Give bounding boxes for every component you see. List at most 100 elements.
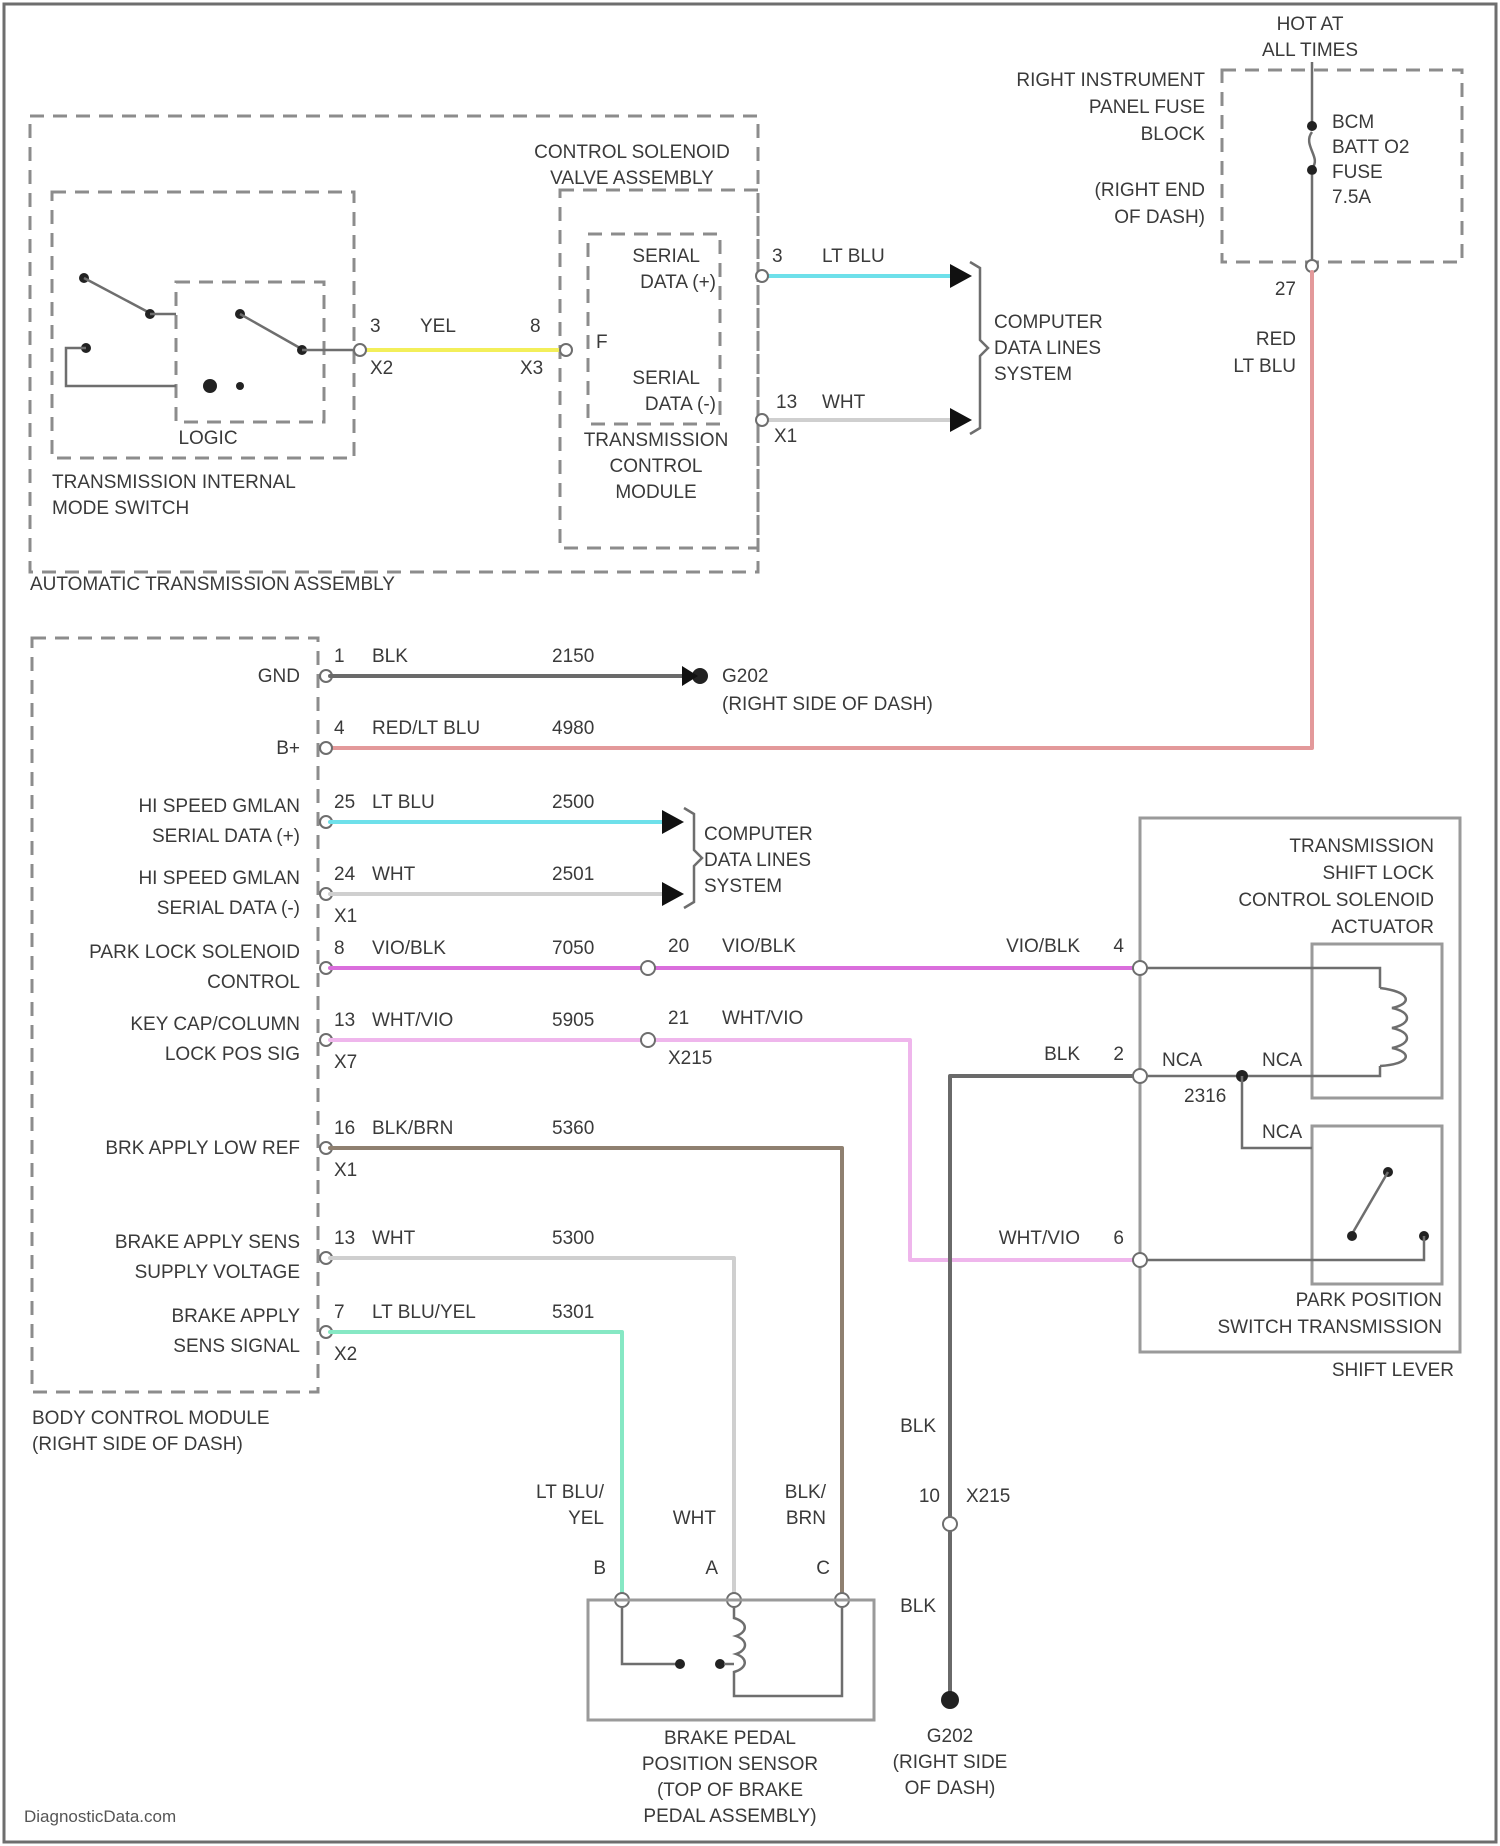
- data-lines-label-2: DATA LINES: [994, 338, 1101, 359]
- bcm-pin-number: 16: [334, 1118, 355, 1139]
- bcm-wire-color: WHT: [372, 864, 416, 885]
- tcm-connector-lo: [756, 414, 768, 426]
- yel-pin-right: 8: [530, 316, 541, 337]
- bcm-pin-label: BRAKE APPLY SENS: [115, 1232, 300, 1253]
- bcm-connector-label: X1: [334, 1160, 357, 1181]
- shift-connector-pin-6: [1133, 1253, 1147, 1267]
- bcm-wire-color: BLK/BRN: [372, 1118, 453, 1139]
- bcm-pin-number: 13: [334, 1010, 355, 1031]
- hot-label-1: HOT AT: [1277, 14, 1344, 35]
- solenoid-coil-icon: [1380, 988, 1407, 1066]
- bcm-data-lines-2: DATA LINES: [704, 850, 811, 871]
- bcm-pin-number: 1: [334, 646, 345, 667]
- tcm-lo-pin: 13: [776, 392, 797, 413]
- bcm-pin-label: SERIAL DATA (+): [152, 826, 300, 847]
- supply-wire-color-2: LT BLU: [1233, 356, 1296, 377]
- bcm-pin-label: SERIAL DATA (-): [157, 898, 300, 919]
- bcm-pin-label: BRK APPLY LOW REF: [105, 1138, 300, 1159]
- supply-wire-color-1: RED: [1256, 329, 1296, 350]
- sensor-wire-a: WHT: [673, 1508, 717, 1529]
- bcm-label-2: (RIGHT SIDE OF DASH): [32, 1434, 243, 1455]
- serial-lo-label-1: SERIAL: [632, 368, 700, 389]
- splice-label: 2316: [1184, 1086, 1226, 1107]
- ground-path-lower-color: BLK: [900, 1596, 936, 1617]
- bcm-wire-color: VIO/BLK: [372, 938, 446, 959]
- shift-pin-6: 6: [1113, 1228, 1124, 1249]
- park-switch-lead: [1140, 1236, 1424, 1260]
- tcm-hi-pin: 3: [772, 246, 783, 267]
- fuse-block-location-1: (RIGHT END: [1095, 180, 1205, 201]
- tcm-label-2: CONTROL: [610, 456, 703, 477]
- bcm-circuit-number: 5300: [552, 1228, 594, 1249]
- mode-switch-label-2: MODE SWITCH: [52, 498, 189, 519]
- shift-pin-2-color: BLK: [1044, 1044, 1080, 1065]
- ground-lower-label-1: G202: [927, 1726, 973, 1747]
- ground-g202-lower-dot: [941, 1691, 959, 1709]
- data-brace: [970, 262, 988, 434]
- sensor-wire-b-2: YEL: [568, 1508, 604, 1529]
- solenoid-body-label-2: VALVE ASSEMBLY: [550, 168, 714, 189]
- arrow-data-lo: [950, 408, 972, 432]
- bcm-circuit-number: 5360: [552, 1118, 594, 1139]
- actuator-lead: [1312, 1066, 1380, 1076]
- bcm-pin-label: GND: [258, 666, 300, 687]
- park-switch-contact: [1347, 1231, 1357, 1241]
- inline-vio-pin: 20: [668, 936, 689, 957]
- shift-connector-pin-4: [1133, 961, 1147, 975]
- sensor-lead-b: [622, 1608, 676, 1664]
- ground-g202-label: G202: [722, 666, 768, 687]
- bcm-pin-label: LOCK POS SIG: [165, 1044, 300, 1065]
- logic-switch-arm: [240, 314, 300, 348]
- fuse-contact-bottom: [1307, 165, 1317, 175]
- bcm-circuit-number: 4980: [552, 718, 594, 739]
- brake-pedal-sensor: LT BLU/ YEL WHT BLK/ BRN B A C BRAKE PED…: [536, 1482, 874, 1827]
- tcm-hi-color: LT BLU: [822, 246, 885, 267]
- ground-path-conn: X215: [966, 1486, 1010, 1507]
- transmission-assembly: AUTOMATIC TRANSMISSION ASSEMBLY LOGIC TR…: [30, 116, 758, 595]
- sensor-label-1: BRAKE PEDAL: [664, 1728, 796, 1749]
- bcm-wire-color: BLK: [372, 646, 408, 667]
- bcm-pin-label: CONTROL: [207, 972, 300, 993]
- park-switch-label-1: PARK POSITION: [1296, 1290, 1442, 1311]
- bcm-label-1: BODY CONTROL MODULE: [32, 1408, 270, 1429]
- yel-pin-left: 3: [370, 316, 381, 337]
- wire-blk-brn: [330, 1148, 842, 1600]
- bcm-pin-label: SENS SIGNAL: [173, 1336, 300, 1357]
- bcm-pin-number: 7: [334, 1302, 345, 1323]
- bcm-pin-connector: [320, 742, 332, 754]
- wire-lt-blu-yel: [330, 1332, 622, 1600]
- sensor-label-3: (TOP OF BRAKE: [657, 1780, 803, 1801]
- fuse-block-label-3: BLOCK: [1141, 124, 1206, 145]
- bcm-pin-number: 24: [334, 864, 356, 885]
- diagram-border: [4, 4, 1496, 1842]
- inline-connector-vio: [641, 961, 655, 975]
- trans-assembly-label: AUTOMATIC TRANSMISSION ASSEMBLY: [30, 574, 395, 595]
- bcm-data-brace: [684, 808, 702, 908]
- sensor-pin-b: B: [593, 1558, 606, 1579]
- switch-arm: [84, 278, 148, 312]
- bcm-pin-number: 4: [334, 718, 345, 739]
- sensor-coil-icon: [734, 1608, 745, 1690]
- tcm-label-3: MODULE: [615, 482, 696, 503]
- fuse-block-label-1: RIGHT INSTRUMENT: [1016, 70, 1205, 91]
- actuator-label-1: TRANSMISSION: [1289, 836, 1434, 857]
- sensor-switch-contact: [715, 1659, 725, 1669]
- bcm-circuit-number: 7050: [552, 938, 594, 959]
- bcm-circuit-number: 2150: [552, 646, 594, 667]
- inline-vio-color: VIO/BLK: [722, 936, 796, 957]
- sensor-lead-c: [734, 1608, 842, 1696]
- sensor-wire-c-2: BRN: [786, 1508, 826, 1529]
- connector-x2: [354, 344, 366, 356]
- actuator-label-2: SHIFT LOCK: [1322, 863, 1434, 884]
- bcm-wire-color: LT BLU: [372, 792, 435, 813]
- bcm-pin-label: SUPPLY VOLTAGE: [135, 1262, 300, 1283]
- sensor-wire-b-1: LT BLU/: [536, 1482, 605, 1503]
- shift-pin-4-color: VIO/BLK: [1006, 936, 1080, 957]
- shift-pin-4: 4: [1113, 936, 1124, 957]
- serial-lo-label-2: DATA (-): [645, 394, 716, 415]
- inline-wv-pin: 21: [668, 1008, 689, 1029]
- fuse-block-location-2: OF DASH): [1114, 207, 1205, 228]
- bcm-circuit-number: 5301: [552, 1302, 594, 1323]
- tcm-connector-hi: [756, 270, 768, 282]
